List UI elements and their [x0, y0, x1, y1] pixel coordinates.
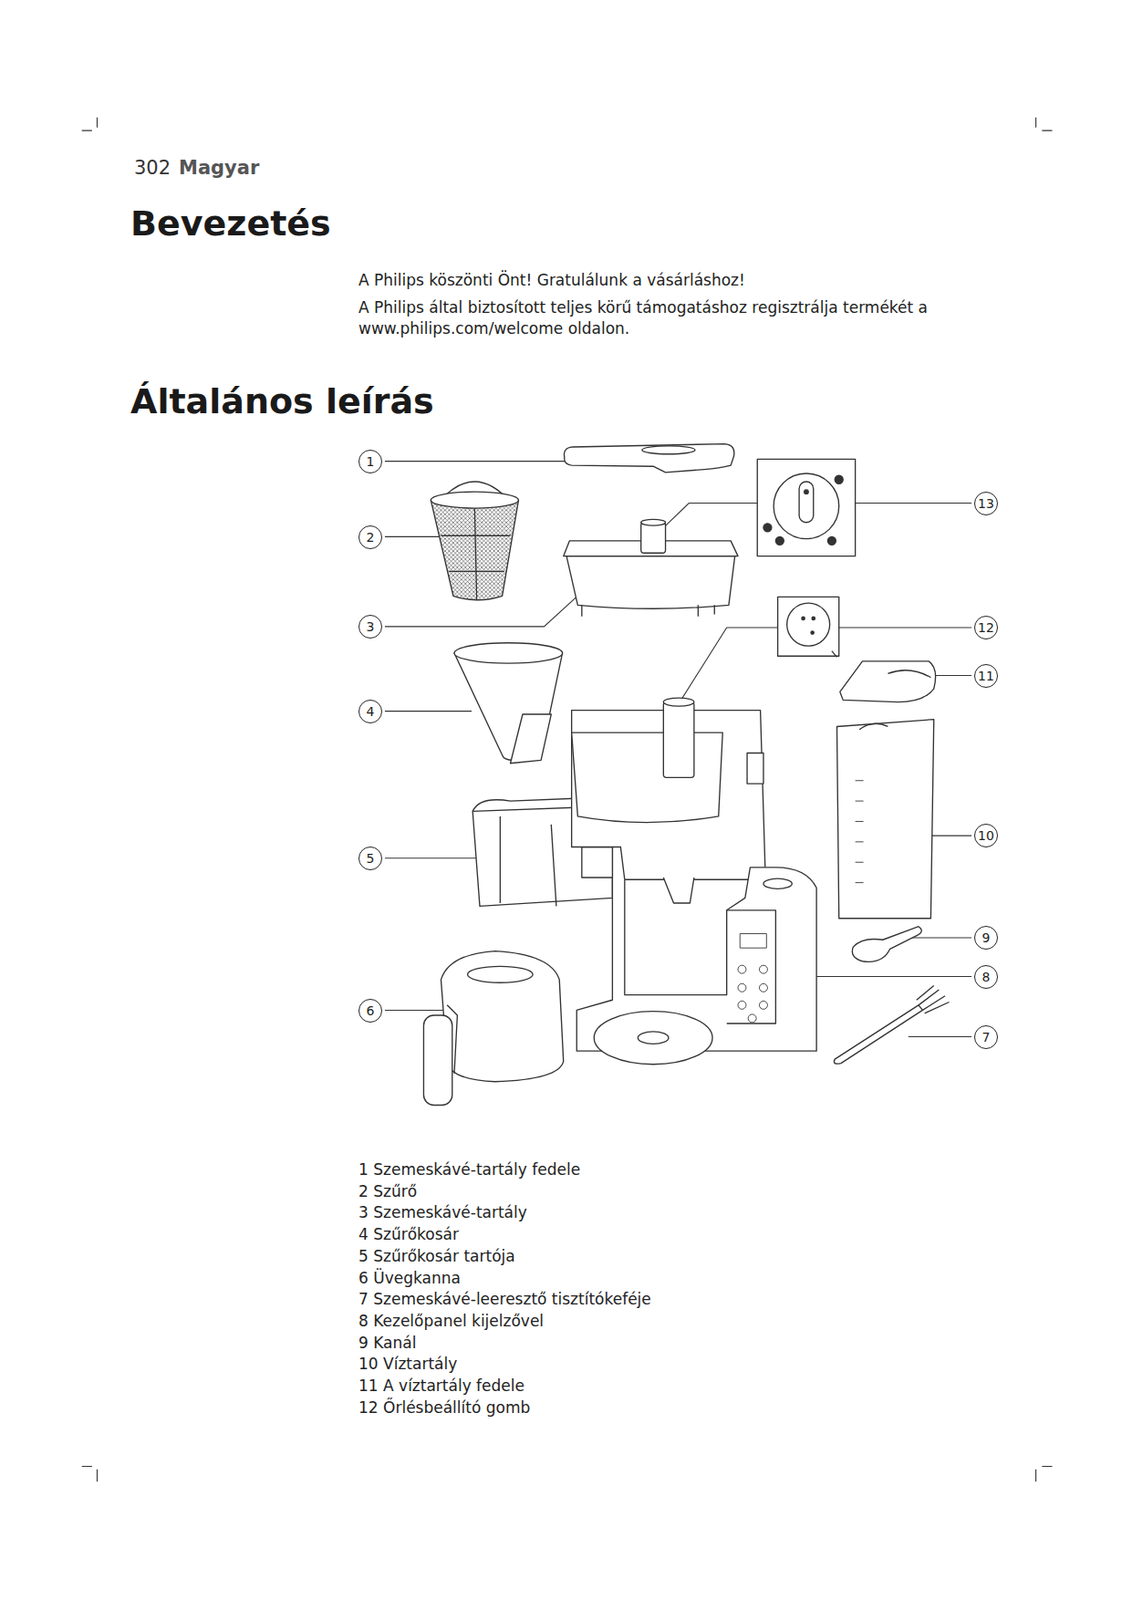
crop-marks [82, 117, 1053, 1483]
callout-number: 13 [974, 491, 998, 516]
callout-number: 2 [358, 525, 383, 550]
callout-text: 4 [366, 705, 375, 718]
callout-text: 5 [366, 851, 375, 865]
callout-number: 7 [974, 1025, 998, 1049]
language-name: Magyar [178, 155, 260, 181]
callout-text: 3 [366, 620, 375, 634]
callout-number: 1 [358, 449, 383, 474]
callout-text: 8 [982, 970, 991, 984]
section-heading: Általános leírás [130, 378, 435, 426]
callout-text: 6 [366, 1004, 375, 1018]
callout-number: 6 [358, 998, 383, 1023]
part-list-item: 5 Szűrőkosár tartója [358, 1246, 516, 1268]
callout-text: 9 [982, 931, 991, 945]
intro-text: A Philips köszönti Önt! Gratulálunk a vá… [358, 270, 746, 291]
callout-number: 11 [974, 664, 998, 688]
callout-number: 9 [974, 925, 998, 950]
callout-number: 8 [974, 965, 998, 989]
page-title: Bevezetés [130, 203, 332, 244]
part-list-item: 1 Szemeskávé-tartály fedele [358, 1159, 581, 1181]
callout-number: 12 [974, 615, 998, 640]
page-number: 302 [134, 155, 171, 181]
part-list-item: 9 Kanál [358, 1332, 416, 1354]
intro-text: A Philips által biztosított teljes körű … [358, 297, 952, 340]
callout-text: 13 [977, 497, 995, 510]
callout-text: 7 [982, 1030, 991, 1044]
part-list-item: 6 Üvegkanna [358, 1267, 461, 1289]
part-list-item: 11 A víztartály fedele [358, 1375, 525, 1397]
part-list-item: 12 Őrlésbeállító gomb [358, 1397, 530, 1419]
part-drawings [423, 444, 949, 1106]
callout-number: 4 [358, 699, 383, 724]
callout-number: 10 [974, 823, 998, 848]
part-list-item: 3 Szemeskávé-tartály [358, 1202, 528, 1224]
callout-number: 5 [358, 846, 383, 871]
callout-number: 3 [358, 614, 383, 639]
callout-text: 1 [366, 455, 375, 468]
callout-text: 2 [366, 530, 375, 544]
part-list-item: 4 Szűrőkosár [358, 1224, 459, 1246]
part-list-item: 2 Szűrő [358, 1181, 417, 1203]
callout-text: 10 [977, 829, 995, 842]
part-list-item: 7 Szemeskávé-leeresztő tisztítókeféje [358, 1288, 652, 1310]
leader-lines [384, 461, 972, 1038]
callout-text: 11 [977, 669, 995, 683]
callout-text: 12 [977, 621, 995, 634]
part-list-item: 10 Víztartály [358, 1353, 457, 1375]
part-list-item: 8 Kezelőpanel kijelzővel [358, 1310, 544, 1332]
